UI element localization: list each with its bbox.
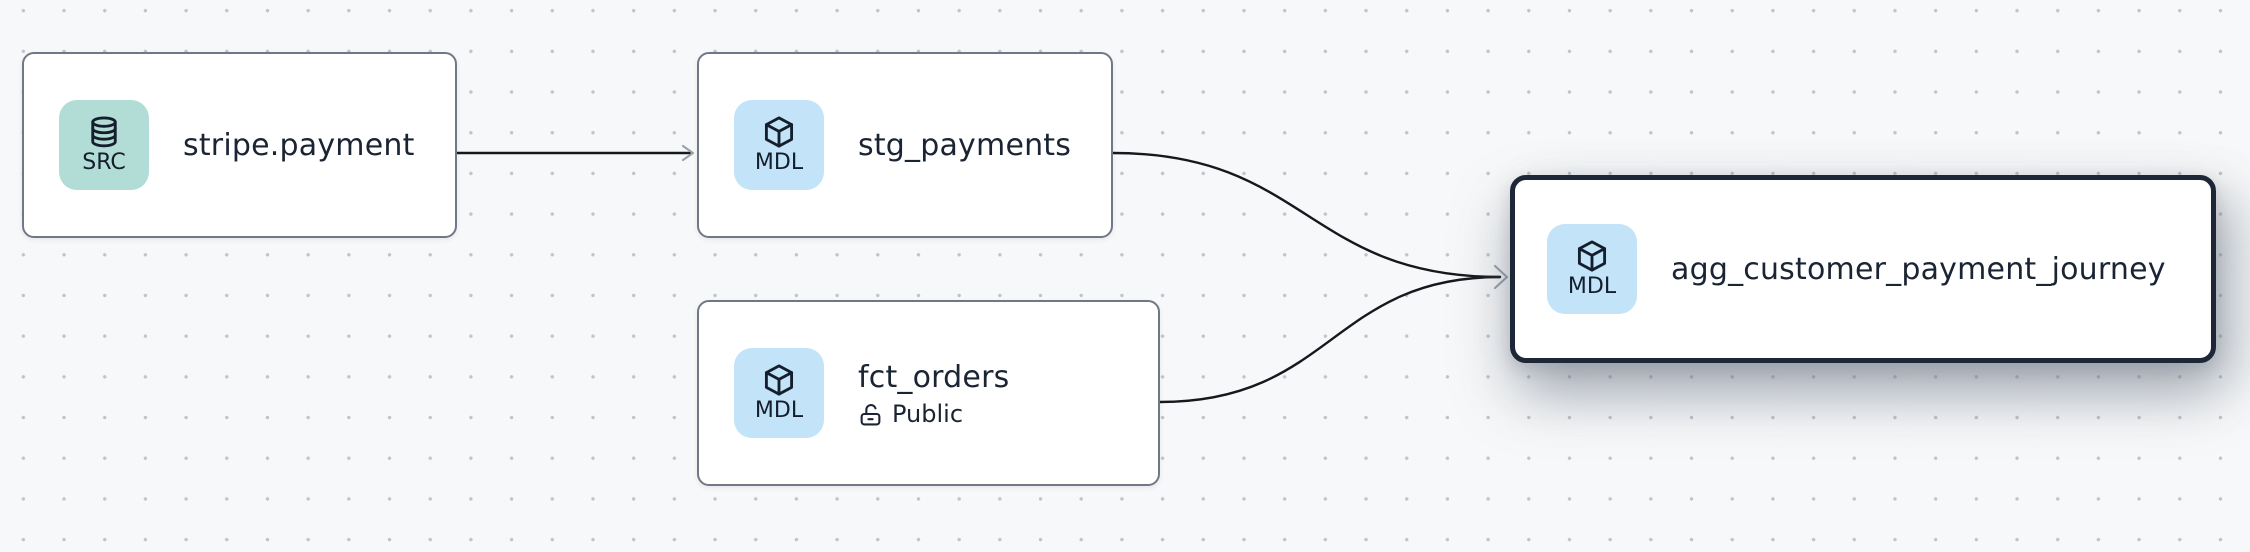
badge-label: MDL xyxy=(1567,274,1617,300)
node-label: stripe.payment xyxy=(183,127,415,163)
node-stripe-payment[interactable]: SRC stripe.payment xyxy=(22,52,457,238)
database-icon xyxy=(91,116,117,148)
node-fct-orders[interactable]: MDL fct_orders Public xyxy=(697,300,1160,486)
arrowhead-icon xyxy=(1493,264,1509,290)
badge-label: SRC xyxy=(82,150,126,176)
node-label: stg_payments xyxy=(858,127,1072,163)
badge-label: MDL xyxy=(754,150,804,176)
lock-open-icon xyxy=(860,403,881,425)
edge-fct-orders-to-agg[interactable] xyxy=(1158,275,1502,404)
source-badge: SRC xyxy=(59,100,149,190)
cube-icon xyxy=(1577,240,1607,272)
node-label: agg_customer_payment_journey xyxy=(1671,251,2166,287)
node-label: fct_orders xyxy=(858,359,1010,395)
cube-icon xyxy=(764,364,794,396)
arrowhead-icon xyxy=(681,144,695,162)
access-row: Public xyxy=(858,402,1009,427)
node-stg-payments[interactable]: MDL stg_payments xyxy=(697,52,1113,238)
model-badge: MDL xyxy=(1547,224,1637,314)
badge-label: MDL xyxy=(754,398,804,424)
model-badge: MDL xyxy=(734,348,824,438)
model-badge: MDL xyxy=(734,100,824,190)
cube-icon xyxy=(764,116,794,148)
edge-stg-payments-to-agg[interactable] xyxy=(1111,151,1502,279)
node-agg-customer-payment-journey[interactable]: MDL agg_customer_payment_journey xyxy=(1510,175,2216,363)
access-label: Public xyxy=(892,400,964,428)
